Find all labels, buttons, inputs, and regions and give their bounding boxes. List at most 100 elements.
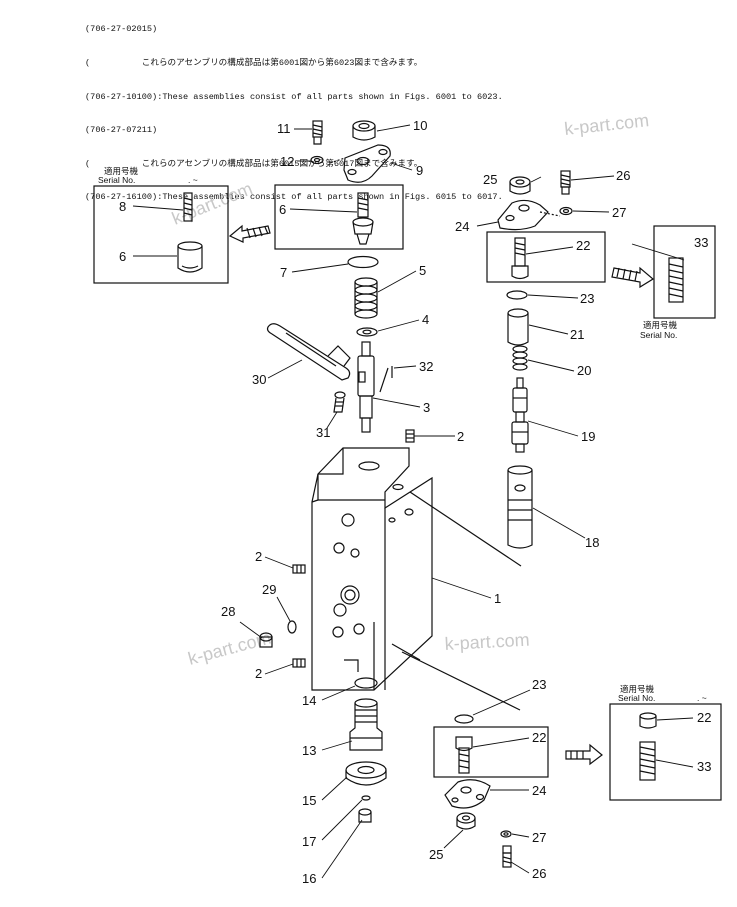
serial-box-right-upper: [653, 225, 716, 319]
part-8-spring: [183, 192, 193, 222]
part-15-nut: [345, 761, 387, 786]
callout-22-upper: 22: [576, 238, 590, 253]
part-10-nut: [352, 120, 376, 141]
part-7-oring: [347, 255, 379, 269]
callout-25-upper: 25: [483, 172, 497, 187]
serial-box-left-suffix: . ~: [188, 175, 198, 185]
callout-18: 18: [585, 535, 599, 550]
callout-19: 19: [581, 429, 595, 444]
part-5-spring: [354, 277, 378, 319]
serial-box-right-upper-en: Serial No.: [640, 330, 677, 340]
arrow-right-hatched-upper: [611, 266, 655, 289]
part-21-sleeve: [507, 308, 529, 346]
part-22-cap-lower-box: [639, 712, 657, 729]
callout-2-low: 2: [255, 666, 262, 681]
part-22-bolt-upper: [511, 237, 529, 280]
callout-26-lower: 26: [532, 866, 546, 881]
callout-28: 28: [221, 604, 235, 619]
callout-27-lower: 27: [532, 830, 546, 845]
watermark-4: k-part.com: [186, 628, 273, 669]
callout-12: 12: [280, 154, 294, 169]
part-33-spring-lower: [639, 741, 656, 781]
header-line-6: (706-27-16100):These assemblies consist …: [85, 192, 503, 203]
serial-box-right-lower: [609, 703, 722, 801]
callout-10: 10: [413, 118, 427, 133]
part-14-oring: [354, 677, 378, 689]
part-27-washer-lower: [500, 830, 512, 838]
callout-23-upper: 23: [580, 291, 594, 306]
part-27-washer-upper: [559, 206, 573, 216]
part-26-bolt-lower: [502, 845, 512, 868]
part-32-pin: [379, 366, 393, 393]
part-26-bolt-upper: [560, 170, 571, 195]
part-2-plug-low: [292, 658, 306, 668]
arrow-left-hatched: [228, 224, 271, 243]
header-line-4: (706-27-07211): [85, 125, 158, 136]
part-23-oring-lower: [454, 714, 474, 724]
watermark-1: k-part.com: [563, 110, 650, 139]
part-11-bolt: [312, 120, 323, 145]
part-12-washer: [310, 155, 324, 165]
arrow-right-hatched-lower: [565, 743, 603, 766]
part-25-nut-lower: [456, 812, 476, 830]
part-16-cap: [358, 808, 372, 823]
callout-4: 4: [422, 312, 429, 327]
part-22-bolt-lower: [455, 736, 473, 774]
part-19-spool: [511, 377, 529, 453]
watermark-3: k-part.com: [444, 630, 530, 654]
callout-16: 16: [302, 871, 316, 886]
part-29-oring: [287, 620, 297, 634]
header-japanese-2: これらのアセンブリの構成部品は第6015図から第6017図まで含みます。: [141, 158, 423, 169]
part-31-bolt: [333, 391, 346, 413]
serial-box-right-lower-suffix: . ~: [697, 693, 707, 703]
part-33-spring-upper: [668, 257, 684, 303]
part-1-valve-body: [311, 447, 521, 711]
header-line-1: (706-27-02015): [85, 24, 158, 35]
part-9-flange: [329, 144, 391, 183]
header-notes: (706-27-02015) ( これらのアセンブリの構成部品は第6001図から…: [85, 2, 645, 226]
callout-2-mid: 2: [255, 549, 262, 564]
part-6-box: [274, 184, 404, 250]
part-6-plug: [352, 192, 374, 245]
callout-20: 20: [577, 363, 591, 378]
callout-13: 13: [302, 743, 316, 758]
callout-22-lower: 22: [532, 730, 546, 745]
callout-15: 15: [302, 793, 316, 808]
part-22-box-lower: [433, 726, 549, 778]
header-line-5: ( これらのアセンブリの構成部品は第6015図から第6017図まで含みます。: [85, 158, 423, 169]
header-line-2: ( これらのアセンブリの構成部品は第6001図から第6023図まで含みます。: [85, 58, 423, 68]
callout-32: 32: [419, 359, 433, 374]
callout-9: 9: [416, 163, 423, 178]
callout-24-upper: 24: [455, 219, 469, 234]
callout-23-lower: 23: [532, 677, 546, 692]
header-line-3: (706-27-10100):These assemblies consist …: [85, 91, 503, 102]
callout-22-lower-box: 22: [697, 710, 711, 725]
callout-27-upper: 27: [612, 205, 626, 220]
part-6-cap: [177, 241, 203, 273]
part-3-spool: [357, 341, 375, 433]
callout-2-top: 2: [457, 429, 464, 444]
serial-box-right-lower-jp: 適用号機: [620, 684, 655, 694]
callout-24-lower: 24: [532, 783, 546, 798]
serial-box-right-upper-jp: 適用号機: [643, 320, 678, 330]
part-17-ball: [361, 795, 371, 801]
callout-7: 7: [280, 265, 287, 280]
part-18-sleeve: [507, 465, 533, 549]
part-2-plug-top: [405, 429, 415, 443]
part-24-flange-lower: [444, 779, 491, 809]
callout-6-box: 6: [119, 249, 126, 264]
callout-30: 30: [252, 372, 266, 387]
callout-21: 21: [570, 327, 584, 342]
serial-box-right-lower-en: Serial No.: [618, 693, 655, 703]
part-2-plug-mid: [292, 564, 306, 574]
part-23-oring-upper: [506, 290, 528, 300]
callout-33-upper: 33: [694, 235, 708, 250]
callout-numbers: 11 12 10 9 8 6 6 7 5 4 30 32 3 31 2 2 29…: [119, 118, 711, 886]
header-japanese-1: これらのアセンブリの構成部品は第6001図から第6023図まで含みます。: [141, 58, 423, 68]
leader-lines: [132, 124, 694, 879]
guide-line-right: [409, 491, 522, 567]
part-24-flange-upper: [497, 199, 561, 231]
callout-25-lower: 25: [429, 847, 443, 862]
